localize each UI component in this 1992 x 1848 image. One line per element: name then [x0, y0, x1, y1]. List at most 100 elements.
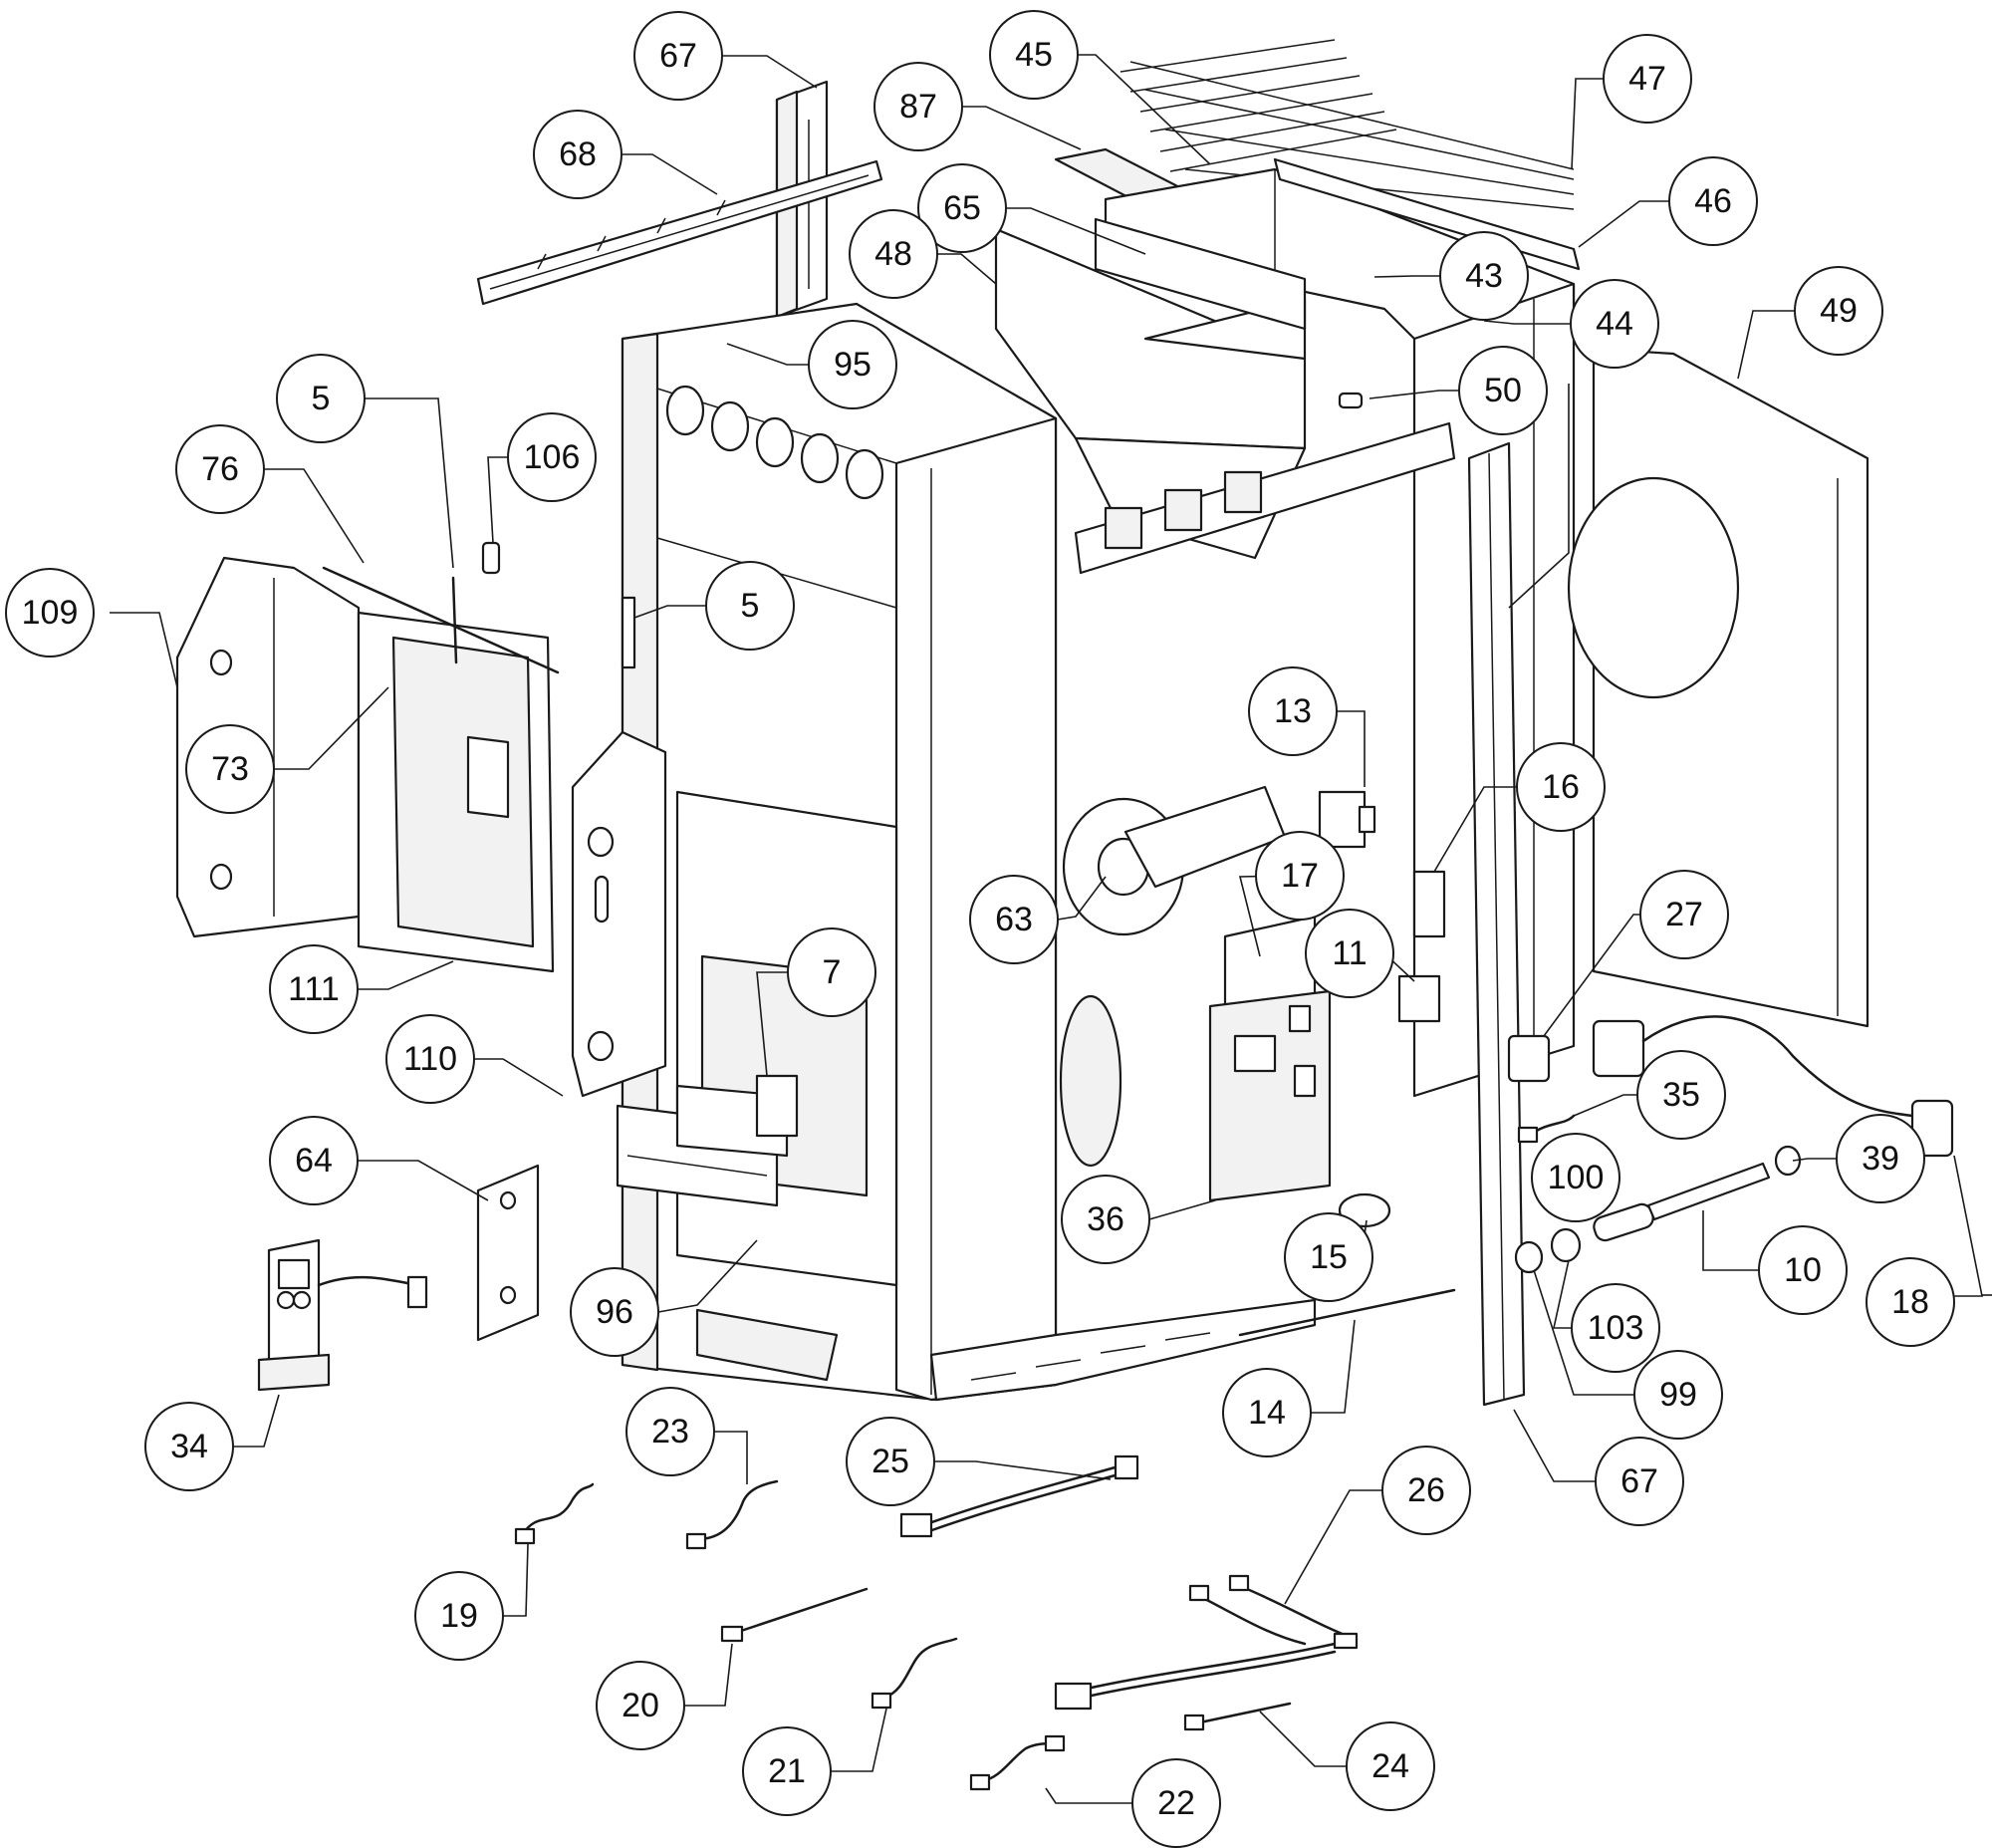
callout-label: 73: [211, 750, 249, 788]
callout-25: 25: [846, 1417, 935, 1506]
part-95-main-cabinet: [621, 302, 1058, 1402]
part-5-pin-upper: [451, 576, 458, 664]
callout-17: 17: [1255, 831, 1345, 921]
callout-109: 109: [5, 568, 95, 658]
part-106-knob: [481, 541, 501, 575]
part-base-hinge: [695, 1308, 839, 1382]
part-50-pin: [1338, 392, 1364, 409]
callout-label: 64: [295, 1142, 333, 1180]
callout-label: 50: [1484, 372, 1522, 409]
callout-11: 11: [1305, 909, 1394, 998]
part-96-ash-drawer: [616, 1084, 789, 1207]
callout-label: 110: [403, 1040, 457, 1078]
part-24-wire: [1183, 1702, 1292, 1731]
callout-label: 100: [1548, 1159, 1605, 1196]
callout-label: 111: [288, 970, 340, 1008]
callout-label: 7: [823, 953, 842, 991]
part-99-washer: [1514, 1240, 1544, 1274]
part-10-tube: [1646, 1162, 1771, 1221]
part-64-cover-plate: [476, 1164, 540, 1342]
part-76-door-rod: [322, 566, 560, 674]
callout-label: 67: [1620, 1462, 1658, 1500]
part-67-vertical-rail-bottom: [1467, 441, 1526, 1407]
callout-100: 100: [1531, 1133, 1620, 1222]
part-35-cable-clip: [1517, 1114, 1576, 1144]
callout-label: 21: [768, 1752, 806, 1790]
callout-label: 76: [201, 450, 239, 488]
callout-label: 68: [559, 135, 597, 173]
callout-label: 5: [741, 587, 760, 625]
callout-27: 27: [1639, 870, 1729, 959]
callout-68: 68: [533, 110, 622, 199]
part-26-harness: [1054, 1574, 1359, 1711]
callout-label: 13: [1274, 692, 1312, 730]
callout-label: 15: [1310, 1238, 1348, 1276]
callout-5-lower: 5: [705, 561, 795, 651]
part-23-wire: [685, 1479, 779, 1550]
callout-label: 46: [1694, 182, 1732, 220]
callout-44: 44: [1570, 279, 1659, 369]
callout-43: 43: [1439, 231, 1529, 321]
callout-34: 34: [144, 1402, 234, 1491]
callout-label: 36: [1087, 1200, 1124, 1238]
callout-26: 26: [1381, 1446, 1471, 1535]
callout-label: 109: [22, 594, 79, 632]
part-27-power-socket: [1507, 1034, 1551, 1083]
callout-label: 25: [872, 1443, 909, 1480]
callout-111: 111: [269, 944, 359, 1034]
callout-label: 44: [1596, 305, 1633, 343]
callout-16: 16: [1516, 742, 1606, 832]
callout-13: 13: [1248, 666, 1338, 756]
callout-label: 103: [1588, 1309, 1644, 1347]
callout-99: 99: [1633, 1350, 1723, 1440]
callout-label: 14: [1248, 1394, 1286, 1432]
callout-76: 76: [175, 424, 265, 514]
callout-20: 20: [596, 1661, 685, 1750]
callout-110: 110: [385, 1014, 475, 1104]
callout-14: 14: [1222, 1368, 1312, 1457]
callout-64: 64: [269, 1116, 359, 1205]
callout-103: 103: [1571, 1283, 1660, 1373]
callout-63: 63: [969, 875, 1059, 964]
part-18-power-cord: [1592, 1015, 1954, 1158]
callout-label: 35: [1662, 1076, 1700, 1114]
callout-5-upper: 5: [276, 354, 366, 443]
callout-label: 17: [1281, 857, 1319, 895]
callout-label: 63: [995, 901, 1033, 938]
callout-label: 49: [1820, 292, 1858, 330]
callout-label: 106: [524, 438, 581, 476]
callout-50: 50: [1458, 346, 1548, 435]
callout-label: 43: [1465, 257, 1503, 295]
callout-label: 87: [899, 88, 937, 126]
callout-48: 48: [849, 209, 938, 299]
callout-67-bottom: 67: [1595, 1437, 1684, 1526]
callout-label: 48: [874, 235, 912, 273]
part-110-door-handle-panel: [571, 730, 667, 1098]
callout-label: 11: [1332, 934, 1367, 972]
callout-96: 96: [570, 1267, 659, 1357]
part-15-sensor: [1338, 1192, 1391, 1228]
part-11-switch: [1397, 974, 1441, 1023]
callout-label: 10: [1784, 1251, 1822, 1289]
callout-7: 7: [787, 927, 876, 1017]
part-14-rod: [1238, 1288, 1456, 1337]
callout-18: 18: [1866, 1257, 1955, 1347]
part-top-frame-rail: [1074, 421, 1456, 575]
callout-label: 39: [1862, 1140, 1899, 1178]
part-22-wire: [969, 1734, 1066, 1791]
part-20-wire: [720, 1587, 869, 1643]
callout-39: 39: [1836, 1114, 1925, 1203]
callout-10: 10: [1758, 1225, 1848, 1315]
callout-45: 45: [989, 10, 1079, 100]
callout-95: 95: [808, 320, 897, 409]
callout-label: 26: [1407, 1471, 1445, 1509]
callout-label: 65: [943, 189, 981, 227]
callout-label: 24: [1371, 1747, 1409, 1785]
callout-22: 22: [1131, 1758, 1221, 1848]
part-63-combustion-blower: [1059, 785, 1287, 1168]
callout-65: 65: [917, 163, 1007, 253]
callout-label: 18: [1891, 1283, 1929, 1321]
callout-35: 35: [1636, 1050, 1726, 1140]
callout-label: 23: [651, 1413, 689, 1451]
